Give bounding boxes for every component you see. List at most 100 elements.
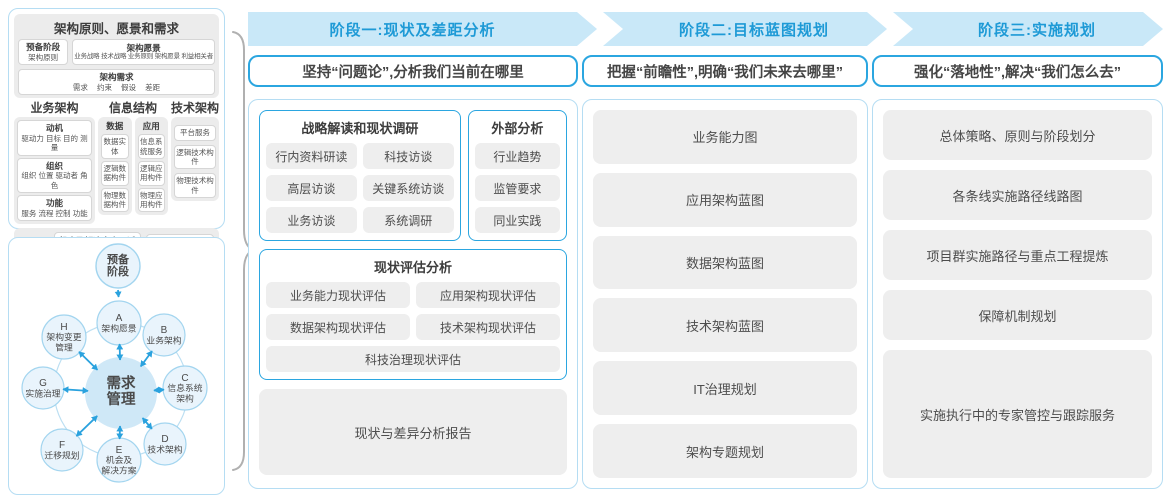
box-subtext: 业务战略 技术战略 业务原则 架构愿景 利益相关者 [74, 53, 213, 61]
box-title: 功能 [45, 197, 63, 208]
box-subtext: 组织 位置 驱动者 角色 [21, 171, 88, 190]
deliverable-box: 应用架构蓝图 [593, 172, 857, 227]
svg-text:C: C [181, 373, 188, 384]
activity-pill: 系统调研 [362, 207, 454, 233]
deliverable-box: IT治理规划 [593, 361, 857, 416]
column-title: 技术架构 [171, 101, 220, 115]
column-title: 业务架构 [30, 101, 79, 115]
group-title: 外部分析 [491, 121, 544, 136]
activity-pill: 行内资料研读 [266, 143, 357, 169]
svg-text:架构变更: 架构变更 [46, 331, 81, 342]
svg-text:架构愿景: 架构愿景 [101, 322, 136, 333]
phase1-header-label: 阶段一:现状及差距分析 [329, 21, 496, 39]
architecture-requirements-box: 架构需求 需求 约束 假设 差距 [18, 69, 215, 95]
application-item-box: 物理应用构件 [137, 187, 165, 213]
phase3-column: 总体策略、原则与阶段划分各条线实施路径线路图项目群实施路径与重点工程提炼保障机制… [872, 99, 1163, 489]
application-item-box: 信息系统服务 [137, 134, 165, 159]
architecture-vision-box: 架构愿景 业务战略 技术战略 业务原则 架构愿景 利益相关者 [72, 39, 215, 65]
activity-pill: 业务访谈 [266, 207, 357, 233]
assessment-pill: 数据架构现状评估 [266, 314, 410, 340]
svg-text:H: H [60, 322, 67, 333]
phase2-column: 业务能力图应用架构蓝图数据架构蓝图技术架构蓝图 IT治理规划架构专题规划 [582, 99, 868, 489]
deliverable-box: 架构专题规划 [593, 424, 857, 478]
activity-pill: 行业趋势 [474, 143, 560, 169]
svg-text:解决方案: 解决方案 [101, 464, 136, 475]
business-item-box: 组织 组织 位置 驱动者 角色 [17, 157, 92, 193]
assessment-pill: 业务能力现状评估 [266, 282, 410, 308]
business-item-box: 功能 服务 流程 控制 功能 [17, 194, 92, 221]
svg-text:需求: 需求 [107, 374, 136, 392]
phase3-band: 阶段三:实施规划 [893, 12, 1163, 46]
phase1-band: 阶段一:现状及差距分析 [248, 12, 597, 46]
information-structure-column: 信息结构 数据 数据实体逻辑数据构件物理数据构件 应用 信息系统服务逻辑应用构件… [98, 101, 168, 224]
svg-text:迁移规划: 迁移规划 [44, 449, 79, 460]
box-subtext: 服务 流程 控制 功能 [21, 208, 88, 218]
strategy-research-group: 战略解读和现状调研 行内资料研读科技访谈高层访谈关键系统访谈业务访谈系统调研 [259, 110, 461, 241]
prep-phase-box: 预备阶段 架构原则 [18, 39, 69, 65]
box-subtext: 驱动力 目标 目的 测量 [21, 133, 88, 153]
svg-text:业务架构: 业务架构 [146, 334, 181, 345]
adm-prep-node: 预备阶段 [95, 243, 141, 289]
phase1-column: 战略解读和现状调研 行内资料研读科技访谈高层访谈关键系统访谈业务访谈系统调研 外… [248, 99, 578, 489]
svg-text:E: E [116, 445, 123, 456]
deliverable-box: 业务能力图 [593, 110, 857, 164]
svg-text:信息系统: 信息系统 [167, 382, 202, 393]
double-arrow-icon [139, 350, 153, 368]
svg-text:架构: 架构 [176, 392, 194, 403]
activity-pill: 高层访谈 [266, 175, 357, 201]
external-analysis-group: 外部分析 行业趋势监管要求同业实践 [467, 110, 567, 241]
down-arrow-icon [114, 289, 122, 298]
phase2-subtitle-box: 把握“前瞻性”,明确“我们未来去哪里” [582, 55, 868, 87]
box-title: 动机 [45, 123, 63, 134]
technology-architecture-column: 技术架构 平台服务逻辑技术构件物理技术构件 [171, 101, 220, 224]
assessment-pill: 技术架构现状评估 [416, 314, 560, 340]
deliverable-box: 技术架构蓝图 [593, 298, 857, 353]
svg-text:B: B [161, 325, 168, 336]
double-arrow-icon [75, 415, 98, 437]
box-subtext: 架构原则 [28, 52, 59, 62]
gap-analysis-report-box: 现状与差异分析报告 [259, 389, 567, 475]
svg-text:技术架构: 技术架构 [147, 443, 182, 454]
box-title: 预备阶段 [26, 42, 61, 52]
activity-pill: 同业实践 [474, 207, 560, 233]
data-item-box: 逻辑数据构件 [101, 160, 129, 186]
phase2-band: 阶段二:目标蓝图规划 [603, 12, 887, 46]
column-title: 信息结构 [108, 101, 157, 115]
assessment-pill: 应用架构现状评估 [416, 282, 560, 308]
svg-text:实施治理: 实施治理 [25, 387, 60, 398]
box-title: 架构愿景 [126, 42, 161, 53]
business-architecture-column: 业务架构 动机 驱动力 目标 目的 测量 组织 组织 位置 驱动者 角色 功能 … [14, 101, 95, 224]
deliverable-box: 实施执行中的专家管控与跟踪服务 [883, 350, 1152, 478]
group-title: 战略解读和现状调研 [301, 121, 419, 136]
svg-text:机会及: 机会及 [106, 454, 133, 465]
technology-item-box: 物理技术构件 [174, 173, 216, 199]
activity-pill: 科技访谈 [362, 143, 454, 169]
deliverable-box: 各条线实施路径线路图 [883, 170, 1152, 220]
svg-text:D: D [161, 434, 168, 445]
deliverable-box: 项目群实施路径与重点工程提炼 [883, 230, 1152, 280]
architecture-content-framework-panel: 架构原则、愿景和需求 预备阶段 架构原则 架构愿景 业务战略 技术战略 业务原则… [8, 8, 225, 275]
double-arrow-icon [141, 417, 153, 430]
double-arrow-icon [62, 386, 89, 395]
box-title: 架构需求 [99, 72, 134, 82]
activity-pill: 监管要求 [474, 175, 560, 201]
double-arrow-icon [78, 351, 99, 371]
data-item-box: 物理数据构件 [101, 187, 129, 213]
svg-text:A: A [116, 313, 123, 324]
deliverable-box: 数据架构蓝图 [593, 235, 857, 290]
svg-text:F: F [59, 440, 65, 451]
technology-item-box: 逻辑技术构件 [174, 144, 216, 170]
double-arrow-icon [153, 386, 165, 394]
group-title: 现状评估分析 [373, 260, 452, 275]
